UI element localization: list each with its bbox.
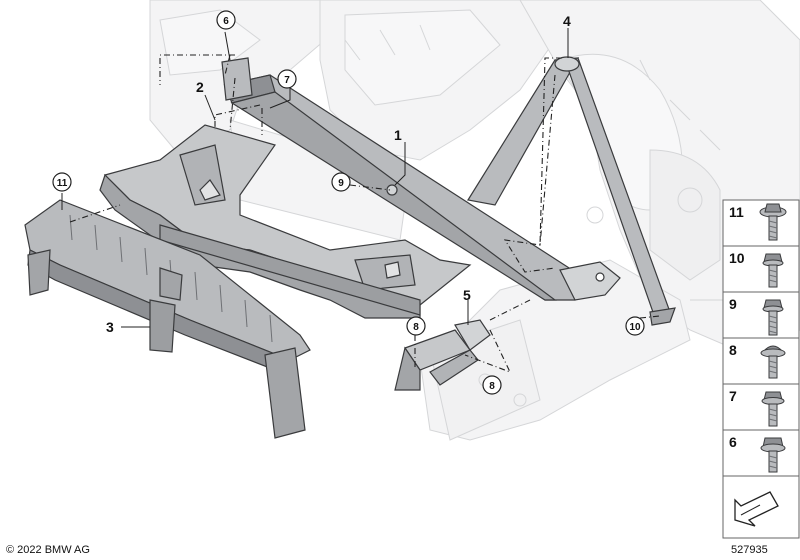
callout-8-lower: 8 [489, 381, 495, 392]
callout-8-upper: 8 [413, 322, 419, 333]
bolt-6-icon [760, 437, 786, 473]
bolt-9-icon [762, 299, 784, 336]
part-4-tension-strut [467, 56, 676, 326]
callout-2: 2 [196, 79, 204, 95]
legend-cell-10 [722, 245, 800, 293]
legend-label-6: 6 [729, 434, 737, 450]
solid-leader-lines [61, 28, 569, 328]
callout-5: 5 [463, 287, 471, 303]
callout-8a-circled: 8 [406, 316, 426, 336]
callout-1: 1 [394, 127, 402, 143]
dashed-leader-lines [69, 54, 661, 373]
callout-11: 11 [57, 178, 68, 189]
part-2-carrier [99, 124, 472, 319]
legend-cell-8 [722, 337, 800, 385]
direction-arrow-icon [734, 491, 779, 527]
callout-7-circled: 7 [277, 69, 297, 89]
callout-11-circled: 11 [52, 172, 72, 192]
screw-11-icon [759, 203, 787, 241]
bolt-10-icon [762, 253, 784, 288]
legend-cell-11 [722, 199, 800, 247]
legend-label-9: 9 [729, 296, 737, 312]
legend-label-10: 10 [729, 250, 745, 266]
screw-8-icon [760, 345, 786, 379]
callout-8b-circled: 8 [482, 375, 502, 395]
legend-label-11: 11 [729, 204, 744, 220]
part-1-strut [221, 57, 621, 301]
legend-label-8: 8 [729, 342, 737, 358]
fastener-legend: 11 10 9 8 7 6 [722, 199, 800, 539]
callout-4: 4 [563, 13, 571, 29]
callout-labels: 1 2 3 4 5 6 7 8 8 9 10 11 [52, 10, 645, 395]
part-3-bumper-carrier [24, 199, 311, 439]
callout-7: 7 [284, 75, 290, 86]
callout-3: 3 [106, 319, 114, 335]
callout-6: 6 [223, 16, 229, 27]
legend-label-7: 7 [729, 388, 737, 404]
legend-cell-6 [722, 429, 800, 477]
callout-9-circled: 9 [331, 172, 351, 192]
image-number: 527935 [731, 544, 768, 556]
copyright-text: © 2022 BMW AG [6, 544, 90, 556]
callout-10: 10 [629, 322, 641, 333]
legend-cell-7 [722, 383, 800, 431]
bolt-7-icon [761, 391, 785, 427]
callout-10-circled: 10 [625, 316, 645, 336]
callout-6-circled: 6 [216, 10, 236, 30]
callout-9: 9 [338, 178, 344, 189]
